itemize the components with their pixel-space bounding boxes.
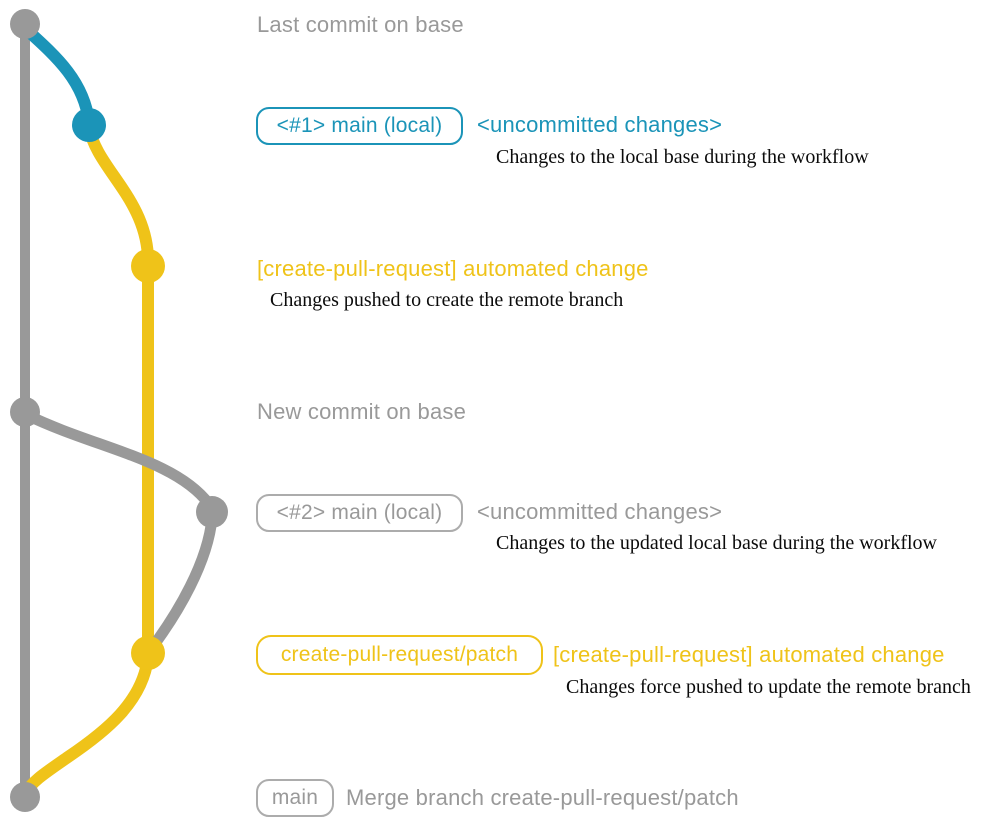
new-commit-label: New commit on base bbox=[257, 399, 467, 424]
branch-badge-main-local-2: <#2> main (local) bbox=[256, 494, 463, 532]
commit-dot-automated-1 bbox=[131, 249, 165, 283]
branch-badge-main: main bbox=[256, 779, 334, 817]
commit-dot-last-base bbox=[10, 9, 40, 39]
merge-commit-label: Merge branch create-pull-request/patch bbox=[346, 785, 739, 810]
commit-dot-merge bbox=[10, 782, 40, 812]
local-change-desc-2: Changes to the updated local base during… bbox=[496, 532, 937, 554]
local-branch-curve-2 bbox=[21, 409, 215, 510]
commit-dot-local-1 bbox=[72, 108, 106, 142]
patch-branch-curve-top bbox=[83, 121, 154, 264]
local-change-desc-1: Changes to the local base during the wor… bbox=[496, 146, 869, 168]
patch-branch-merge-curve bbox=[20, 651, 154, 799]
local-branch-curve-1 bbox=[21, 24, 95, 128]
uncommitted-changes-label-1: <uncommitted changes> bbox=[477, 112, 723, 137]
branch-badge-main-local-1: <#1> main (local) bbox=[256, 107, 463, 145]
automated-change-desc-1: Changes pushed to create the remote bran… bbox=[270, 289, 624, 311]
automated-change-title-1: [create-pull-request] automated change bbox=[257, 256, 649, 281]
last-commit-label: Last commit on base bbox=[257, 12, 464, 37]
commit-dot-new-base bbox=[10, 397, 40, 427]
commit-dot-automated-2 bbox=[131, 636, 165, 670]
commit-dot-local-2 bbox=[196, 496, 228, 528]
automated-change-title-2: [create-pull-request] automated change bbox=[553, 642, 945, 667]
rebase-curve bbox=[145, 512, 218, 655]
uncommitted-changes-label-2: <uncommitted changes> bbox=[477, 499, 723, 524]
automated-change-desc-2: Changes force pushed to update the remot… bbox=[566, 676, 971, 698]
branch-badge-patch: create-pull-request/patch bbox=[256, 635, 543, 675]
